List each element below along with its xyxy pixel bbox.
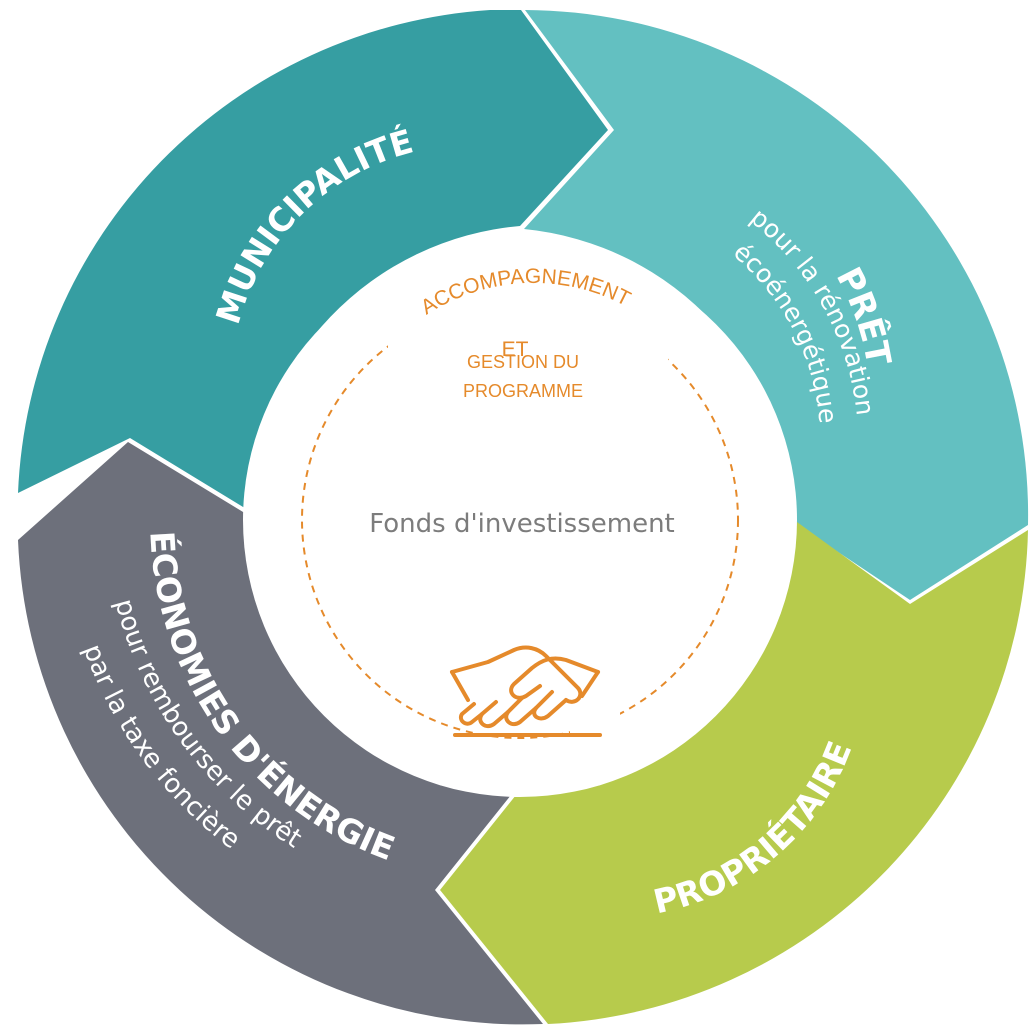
dashed-circle bbox=[301, 301, 739, 739]
proprietaire-segment bbox=[440, 522, 1028, 1024]
programme-label: PROGRAMME bbox=[463, 381, 583, 401]
municipalite-segment bbox=[18, 10, 608, 510]
fund-label: Fonds d'investissement bbox=[369, 509, 675, 539]
pret-segment bbox=[524, 10, 1029, 600]
handshake-icon bbox=[450, 645, 602, 737]
gestion-label: GESTION DU bbox=[467, 352, 579, 372]
center-label-backdrop bbox=[388, 300, 668, 408]
et-label: ET bbox=[502, 338, 529, 361]
economies-segment bbox=[18, 442, 543, 1025]
icon-backdrop bbox=[570, 705, 620, 745]
